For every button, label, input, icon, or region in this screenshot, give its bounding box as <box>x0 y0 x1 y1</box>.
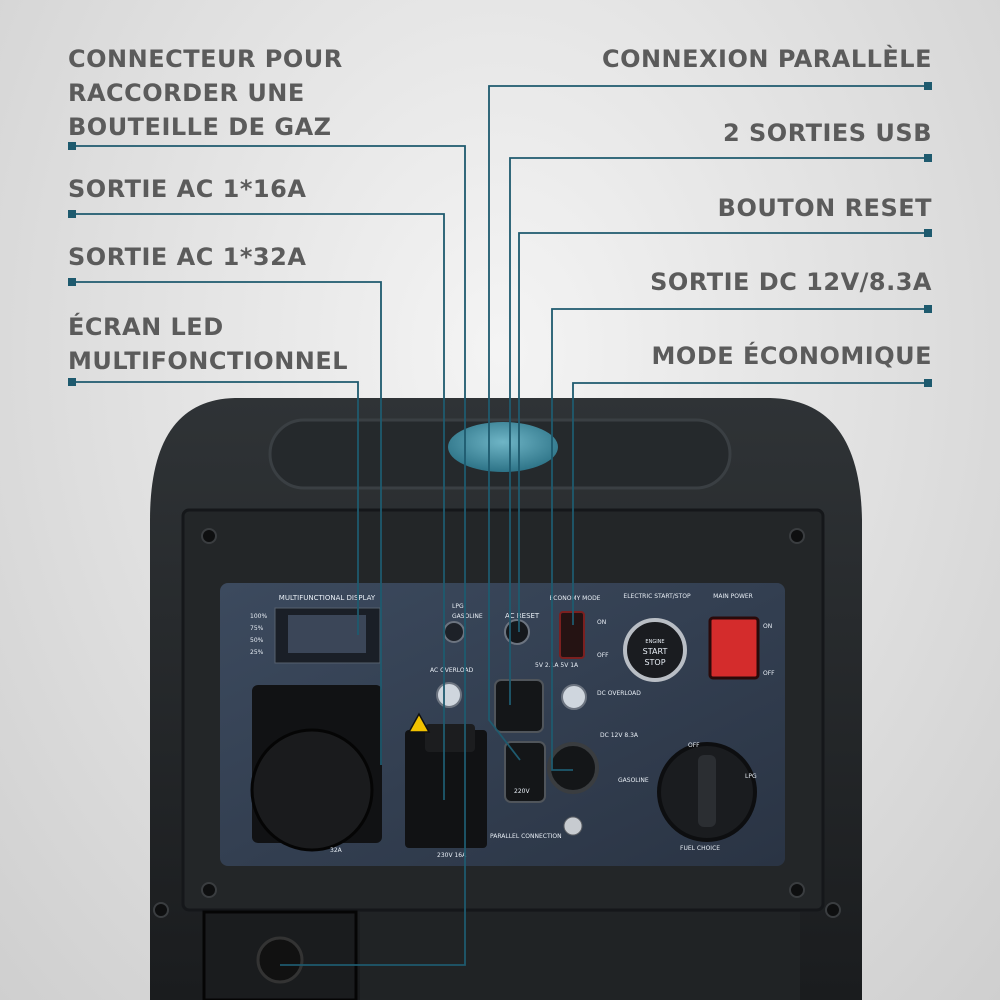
power-off-label: OFF <box>763 670 775 677</box>
gasoline-indicator-label: GASOLINE <box>452 613 483 620</box>
display-title: MULTIFUNCTIONAL DISPLAY <box>279 594 376 602</box>
lpg-indicator <box>443 621 465 643</box>
label-gas-connector: CONNECTEUR POUR RACCORDER UNE BOUTEILLE … <box>68 45 343 141</box>
label-eco-mode: MODE ÉCONOMIQUE <box>651 342 932 370</box>
label-parallel: CONNEXION PARALLÈLE <box>601 45 932 73</box>
fuel-lpg-label: LPG <box>745 773 757 780</box>
display-pct-75: 75% <box>250 625 264 632</box>
economy-switch[interactable] <box>559 611 585 659</box>
economy-on-label: ON <box>597 619 606 626</box>
electric-start-label: ELECTRIC START/STOP <box>623 593 691 600</box>
usb-spec-label: 5V 2.1A 5V 1A <box>535 662 579 669</box>
label-ac-32a: SORTIE AC 1*32A <box>68 243 307 271</box>
parallel-terminal[interactable] <box>563 816 583 836</box>
ac-reset-button[interactable] <box>504 619 530 645</box>
economy-off-label: OFF <box>597 652 609 659</box>
ac-16a-socket[interactable] <box>405 724 487 848</box>
main-power-label: MAIN POWER <box>713 593 753 600</box>
label-usb: 2 SORTIES USB <box>722 119 932 147</box>
voltage-220-label: 220V <box>514 788 530 795</box>
label-reset: BOUTON RESET <box>717 194 932 222</box>
handle-button <box>448 422 558 472</box>
gas-connector-box <box>202 910 358 1000</box>
engine-label: ENGINE <box>645 639 664 645</box>
power-on-label: ON <box>763 623 772 630</box>
usb-port[interactable] <box>494 679 544 733</box>
callout-lines <box>72 85 928 966</box>
dc-overload-button[interactable] <box>561 684 587 710</box>
label-ac-16a: SORTIE AC 1*16A <box>68 175 307 203</box>
bottom-grille <box>360 912 800 1000</box>
ac-overload-button[interactable] <box>436 682 462 708</box>
ac-overload-label: AC OVERLOAD <box>430 667 474 674</box>
warning-icon <box>407 712 431 733</box>
socket-32a-label: 32A <box>330 847 343 854</box>
start-stop-button[interactable] <box>623 618 687 682</box>
parallel-connection-label: PARALLEL CONNECTION <box>490 833 562 840</box>
stop-label: STOP <box>644 658 665 667</box>
display-pct-100: 100% <box>250 613 267 620</box>
dc-spec-label: DC 12V 8.3A <box>600 732 639 739</box>
fuel-choice-label: FUEL CHOICE <box>680 845 720 852</box>
callout-markers <box>68 82 932 387</box>
lpg-indicator-label: LPG <box>452 603 464 610</box>
fuel-gasoline-label: GASOLINE <box>618 777 649 784</box>
economy-mode-label: ECONOMY MODE <box>550 595 601 602</box>
ac-32a-socket[interactable] <box>250 685 382 852</box>
ac-reset-label: AC RESET <box>505 612 540 620</box>
multifunctional-display <box>274 607 381 664</box>
socket-16a-label: 230V 16A <box>437 852 467 859</box>
parallel-connection-ports[interactable] <box>504 741 546 803</box>
label-dc-output: SORTIE DC 12V/8.3A <box>650 268 932 296</box>
label-led-display: ÉCRAN LED MULTIFONCTIONNEL <box>68 313 349 375</box>
fuel-off-label: OFF <box>688 742 700 749</box>
display-pct-50: 50% <box>250 637 264 644</box>
dc-overload-label: DC OVERLOAD <box>597 690 641 697</box>
fuel-choice-knob[interactable] <box>657 742 757 842</box>
start-label: START <box>643 647 668 656</box>
main-power-switch[interactable] <box>708 616 760 680</box>
display-pct-25: 25% <box>250 649 264 656</box>
dc-socket[interactable] <box>547 742 599 794</box>
